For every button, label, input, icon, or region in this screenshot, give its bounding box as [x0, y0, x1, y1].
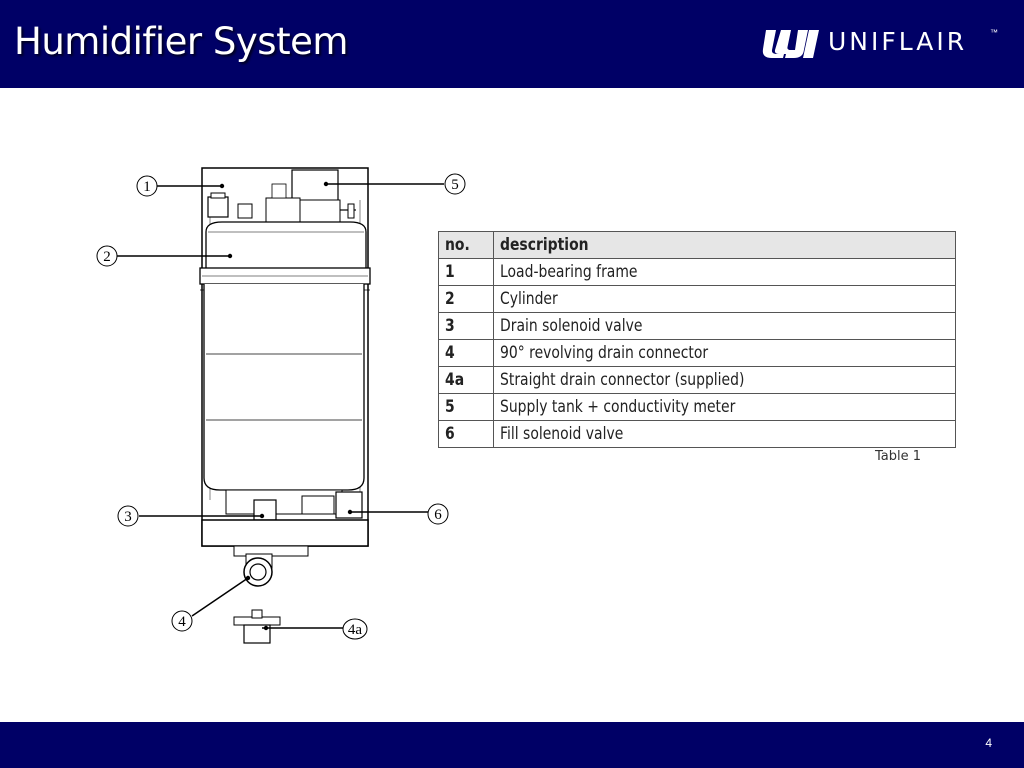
- row-description: Supply tank + conductivity meter: [493, 393, 956, 421]
- row-no: 3: [438, 312, 494, 340]
- page-number: 4: [985, 736, 992, 750]
- table-row: 2 Cylinder: [438, 285, 956, 313]
- svg-text:2: 2: [103, 249, 111, 265]
- table-row: 5 Supply tank + conductivity meter: [438, 393, 956, 421]
- straight-drain-connector: [233, 609, 281, 644]
- cylinder: [199, 221, 371, 491]
- supply-tank: [291, 169, 339, 205]
- svg-text:4: 4: [178, 614, 186, 630]
- revolving-drain-connector: [243, 553, 273, 587]
- humidifier-diagram: 1 2 3 4 4a 5 6: [96, 167, 466, 644]
- callout-4a: 4a: [342, 618, 368, 640]
- row-no: 6: [438, 420, 494, 448]
- row-no: 2: [438, 285, 494, 313]
- row-no: 4: [438, 339, 494, 367]
- title-bar: Humidifier System UNIFLAIR ™: [0, 0, 1024, 88]
- row-description: Fill solenoid valve: [493, 420, 956, 448]
- callout-5: 5: [444, 173, 466, 195]
- logo-wordmark: UNIFLAIR: [828, 27, 968, 56]
- table-row: 4a Straight drain connector (supplied): [438, 366, 956, 394]
- uniflair-logo: UNIFLAIR ™: [762, 26, 1012, 66]
- row-description: Drain solenoid valve: [493, 312, 956, 340]
- row-description: Cylinder: [493, 285, 956, 313]
- description-table-image: no. description 1 Load-bearing frame 2 C…: [438, 231, 957, 453]
- table-caption-fragment: Table 1: [875, 449, 922, 464]
- row-no: 1: [438, 258, 494, 286]
- svg-text:1: 1: [143, 179, 151, 195]
- description-table: no. description 1 Load-bearing frame 2 C…: [438, 231, 956, 448]
- fill-solenoid-valve: [335, 491, 363, 519]
- column-header-no: no.: [438, 231, 494, 259]
- callout-2: 2: [96, 245, 118, 267]
- table-row: 3 Drain solenoid valve: [438, 312, 956, 340]
- row-description: Straight drain connector (supplied): [493, 366, 956, 394]
- callout-6: 6: [427, 503, 449, 525]
- drain-solenoid-valve: [253, 499, 277, 521]
- logo-trademark: ™: [990, 28, 998, 37]
- slide-title: Humidifier System: [14, 20, 348, 63]
- svg-text:4a: 4a: [348, 622, 363, 638]
- column-header-description: description: [493, 231, 956, 259]
- svg-text:6: 6: [434, 507, 442, 523]
- callout-1: 1: [136, 175, 158, 197]
- table-header-row: no. description: [438, 231, 956, 259]
- row-no: 4a: [438, 366, 494, 394]
- footer-bar: 4: [0, 722, 1024, 768]
- uniflair-logo-mark-icon: [762, 30, 819, 58]
- row-description: 90° revolving drain connector: [493, 339, 956, 367]
- svg-text:5: 5: [451, 177, 459, 193]
- row-no: 5: [438, 393, 494, 421]
- row-description: Load-bearing frame: [493, 258, 956, 286]
- callout-4: 4: [171, 610, 193, 632]
- table-row: 4 90° revolving drain connector: [438, 339, 956, 367]
- callout-3: 3: [117, 505, 139, 527]
- svg-text:3: 3: [124, 509, 132, 525]
- table-row: 1 Load-bearing frame: [438, 258, 956, 286]
- table-row: 6 Fill solenoid valve: [438, 420, 956, 448]
